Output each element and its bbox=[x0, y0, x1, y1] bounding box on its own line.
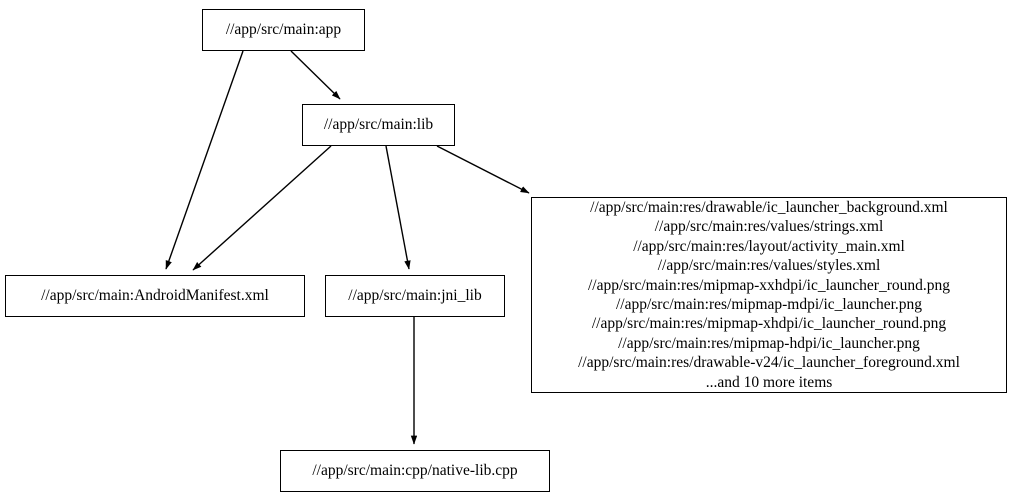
graph-node-native-lib-cpp-label: //app/src/main:cpp/native-lib.cpp bbox=[312, 462, 518, 480]
graph-node-app[interactable]: //app/src/main:app bbox=[202, 9, 365, 51]
edge-lib-to-manifest bbox=[192, 145, 332, 271]
graph-node-resources[interactable]: //app/src/main:res/drawable/ic_launcher_… bbox=[531, 197, 1007, 393]
graph-node-android-manifest-label: //app/src/main:AndroidManifest.xml bbox=[41, 287, 269, 305]
graph-node-app-label: //app/src/main:app bbox=[225, 21, 342, 39]
graph-node-jni-lib[interactable]: //app/src/main:jni_lib bbox=[325, 275, 505, 317]
graph-node-resources-label: //app/src/main:res/drawable/ic_launcher_… bbox=[578, 198, 960, 391]
graph-node-android-manifest[interactable]: //app/src/main:AndroidManifest.xml bbox=[5, 275, 305, 317]
graph-node-native-lib-cpp[interactable]: //app/src/main:cpp/native-lib.cpp bbox=[280, 450, 550, 492]
edge-lib-to-resources bbox=[436, 145, 530, 194]
graph-node-lib[interactable]: //app/src/main:lib bbox=[302, 104, 455, 146]
graph-node-lib-label: //app/src/main:lib bbox=[323, 116, 434, 134]
edge-app-to-lib bbox=[290, 50, 341, 100]
edge-app-to-manifest bbox=[165, 50, 244, 270]
edge-lib-to-jni-lib bbox=[385, 145, 411, 270]
graph-node-jni-lib-label: //app/src/main:jni_lib bbox=[348, 287, 482, 305]
